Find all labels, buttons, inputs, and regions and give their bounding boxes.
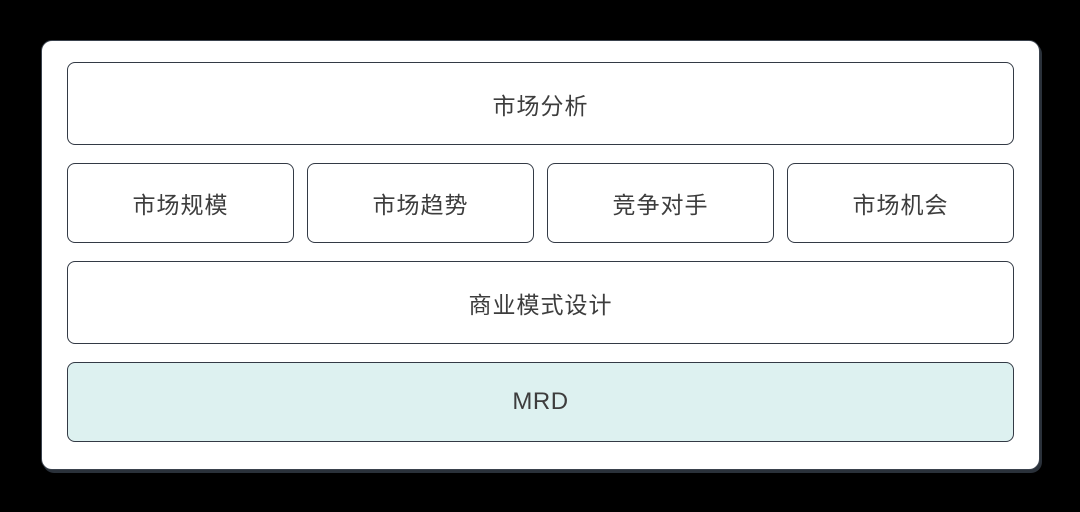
node-competitors-label: 竞争对手 — [612, 192, 709, 218]
node-market-trends-label: 市场趋势 — [372, 192, 469, 218]
node-market-analysis: 市场分析 — [67, 62, 1014, 145]
node-market-opportunities-label: 市场机会 — [852, 192, 949, 218]
node-market-analysis-label: 市场分析 — [492, 92, 589, 119]
diagram-panel: 市场分析 市场规模 市场趋势 竞争对手 市场机会 商业模式设计 MRD — [41, 40, 1040, 470]
node-mrd: MRD — [67, 362, 1014, 442]
node-market-size-label: 市场规模 — [132, 192, 229, 218]
node-competitors: 竞争对手 — [547, 163, 774, 243]
node-market-opportunities: 市场机会 — [787, 163, 1014, 243]
node-business-model-design-label: 商业模式设计 — [468, 291, 613, 318]
node-market-size: 市场规模 — [67, 163, 294, 243]
node-business-model-design: 商业模式设计 — [67, 261, 1014, 344]
node-mrd-label: MRD — [512, 388, 569, 415]
factors-row: 市场规模 市场趋势 竞争对手 市场机会 — [67, 163, 1014, 243]
node-market-trends: 市场趋势 — [307, 163, 534, 243]
